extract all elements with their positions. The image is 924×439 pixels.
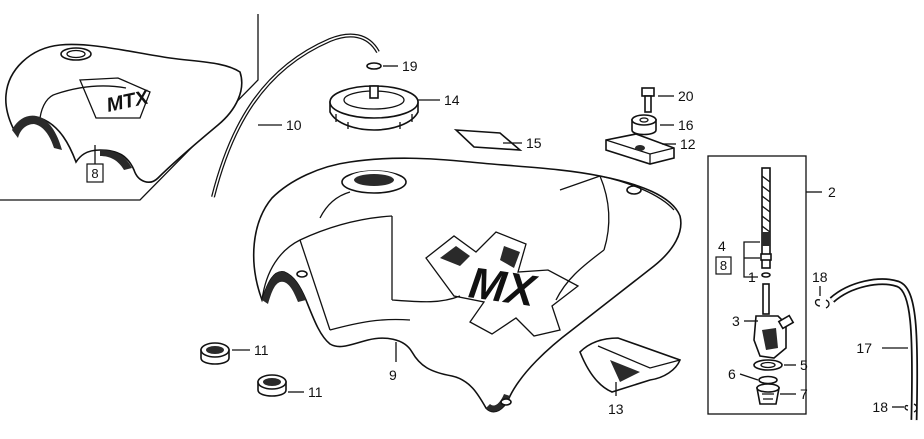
collar-16 (631, 114, 657, 136)
callout-18a: 18 (812, 269, 828, 285)
callout-6: 6 (728, 366, 736, 382)
tank-logo-main: MX (466, 258, 541, 316)
callout-3: 3 (732, 313, 740, 329)
callout-8-cock: 8 (720, 258, 727, 273)
callout-13: 13 (608, 401, 624, 417)
gasket-5 (753, 359, 783, 371)
inset-callout-box (86, 163, 104, 183)
clip-18b (904, 403, 918, 413)
rubber-cap-11a (200, 342, 230, 365)
callout-12: 12 (680, 136, 696, 152)
fuel-strainer (761, 167, 771, 269)
callout-10: 10 (286, 117, 302, 133)
callout-8-inset: 8 (91, 166, 98, 181)
callout-14: 14 (444, 92, 460, 108)
callout-11b: 11 (308, 384, 323, 400)
callout-5: 5 (800, 357, 808, 373)
callout-17: 17 (856, 340, 872, 356)
fuel-cap (329, 85, 419, 131)
callout-11a: 11 (254, 342, 269, 358)
label-sticker-15 (453, 129, 523, 151)
sediment-cup-7 (756, 383, 780, 405)
fuel-valve-3 (753, 283, 795, 359)
callout-7: 7 (800, 386, 808, 402)
rubber-cap-11b (257, 374, 287, 397)
callout-2: 2 (828, 184, 836, 200)
callout-15: 15 (526, 135, 542, 151)
o-ring-6 (758, 375, 778, 385)
o-ring-4 (760, 253, 772, 261)
callout-18b: 18 (872, 399, 888, 415)
clip-19 (366, 62, 382, 70)
inset-panel: MTX 8 (0, 14, 259, 201)
cock-callout-box (715, 256, 732, 275)
callout-16: 16 (678, 117, 694, 133)
callout-1: 1 (748, 269, 756, 285)
callout-4: 4 (718, 238, 726, 254)
fuel-tank-9: MX (252, 157, 682, 413)
bolt-20 (641, 87, 655, 113)
o-ring-1 (761, 272, 771, 278)
callout-9: 9 (389, 367, 397, 383)
heat-guard-13 (579, 337, 682, 393)
inset-filler-neck (60, 47, 92, 61)
rubber-mount-12 (605, 133, 675, 165)
clip-18a (814, 299, 830, 309)
callout-20: 20 (678, 88, 694, 104)
callout-19: 19 (402, 58, 418, 74)
fuel-cock-assembly-box (707, 155, 807, 415)
